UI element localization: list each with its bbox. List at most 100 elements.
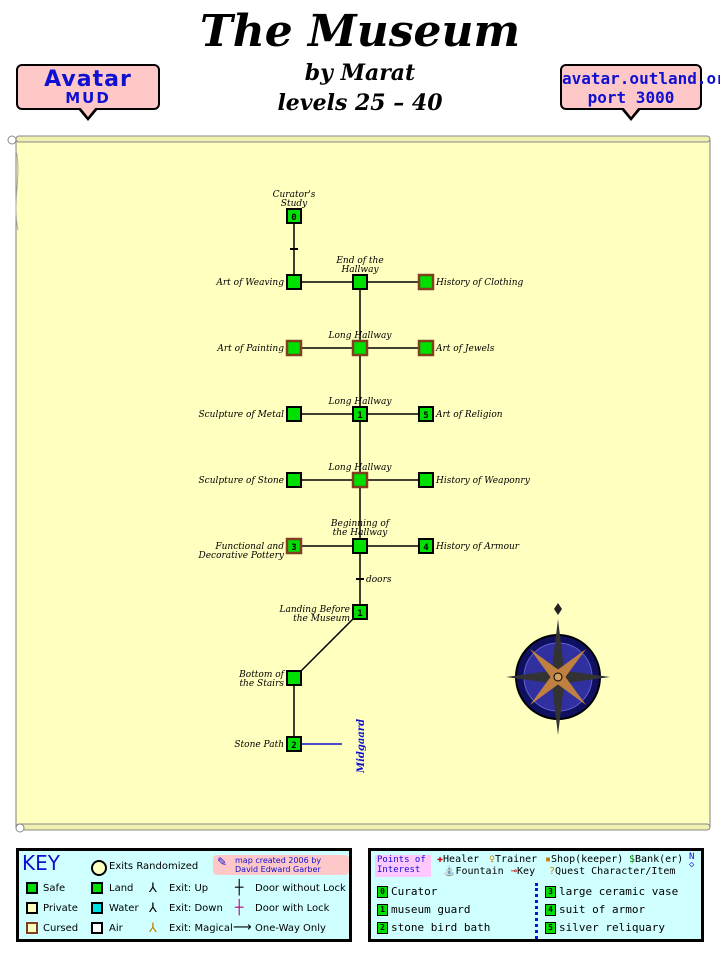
room-label: Long Hallway: [328, 331, 393, 341]
room-bottom-of-stairs: [286, 670, 302, 686]
poi-number: 5: [545, 922, 556, 934]
logo-line-2: MUD: [65, 89, 111, 107]
key-air: Air: [109, 923, 123, 934]
private-swatch: [26, 902, 38, 914]
shop-icon: ▪: [545, 854, 552, 865]
server-address-badge: avatar.outland.org port 3000: [560, 64, 720, 121]
logo-line-1: Avatar: [44, 67, 132, 92]
exits-randomized-icon: [91, 860, 107, 876]
room-sculpture-of-stone: [286, 472, 302, 488]
poi-title: Points of Interest: [375, 855, 431, 877]
server-port: port 3000: [587, 88, 675, 107]
poi-trainer: Trainer: [495, 854, 538, 865]
room-label: Art of Weaving: [215, 278, 284, 288]
room-history-of-clothing: [417, 273, 435, 291]
trainer-icon: ♀: [489, 854, 496, 865]
north-compass-icon: N◇: [689, 852, 695, 870]
poi-shop: Shop(keeper): [551, 854, 624, 865]
room-beginning-of-hallway: [352, 538, 368, 554]
poi-divider: [535, 883, 540, 939]
room-long-hallway-1: [351, 339, 369, 357]
room-history-of-weaponry: [418, 472, 434, 488]
points-of-interest-panel: Points of Interest ✚Healer ♀Trainer ▪Sho…: [368, 848, 704, 942]
room-number: 3: [291, 543, 296, 553]
room-label: History of Armour: [435, 542, 520, 552]
doors-label: doors: [366, 575, 392, 585]
avatar-mud-logo: Avatar MUD: [16, 64, 160, 121]
room-art-of-jewels: [417, 339, 435, 357]
air-swatch: [91, 922, 103, 934]
room-sculpture-of-metal: [286, 406, 302, 422]
room-number: 1: [357, 609, 362, 619]
healer-icon: ✚: [437, 854, 444, 865]
room-history-of-armour: [418, 538, 434, 554]
key-door-with-lock: Door with Lock: [255, 903, 330, 914]
room-curators-study: [286, 208, 302, 224]
key-icon: ⊸: [511, 866, 518, 877]
poi-number: 0: [377, 886, 388, 898]
key-safe: Safe: [43, 883, 66, 894]
exit-down-icon: ⅄: [149, 901, 157, 916]
room-label: Art of Jewels: [435, 344, 495, 354]
door-with-lock-icon: ┼: [235, 900, 244, 916]
poi-item-label: suit of armor: [559, 903, 646, 916]
map-levels: levels 25 – 40: [277, 90, 443, 116]
room-art-of-painting: [285, 339, 303, 357]
room-label: Art of Religion: [435, 410, 503, 420]
poi-number: 1: [377, 904, 388, 916]
poi-bank: Bank(er): [635, 854, 684, 865]
map-title: The Museum: [199, 6, 521, 57]
room-number: 5: [423, 411, 428, 421]
room-number: 0: [291, 213, 296, 223]
key-exits-randomized: Exits Randomized: [109, 861, 199, 872]
key-one-way: One-Way Only: [255, 923, 326, 934]
quest-icon: ?: [549, 866, 556, 877]
room-landing: [352, 604, 368, 620]
poi-number: 4: [545, 904, 556, 916]
rooms: 0 1 5 3 4 1 2: [285, 208, 435, 752]
one-way-arrow-icon: ⟶: [233, 920, 252, 935]
exit-midgaard-label: Midgaard: [356, 719, 367, 774]
credit-line-2: David Edward Garber: [235, 865, 321, 874]
room-long-hallway-2: [352, 406, 368, 422]
server-host: avatar.outland.org: [562, 69, 720, 88]
room-label: Art of Painting: [216, 344, 284, 354]
key-water: Water: [109, 903, 139, 914]
room-long-hallway-3: [351, 471, 369, 489]
room-functional-pottery: [285, 537, 303, 555]
key-exit-magical: Exit: Magical: [169, 923, 233, 934]
room-label: History of Clothing: [435, 278, 524, 288]
room-label: Sculpture of Metal: [198, 410, 284, 420]
poi-title-line-1: Points of: [377, 855, 426, 865]
key-exit-down: Exit: Down: [169, 903, 223, 914]
poi-title-line-2: Interest: [377, 865, 421, 875]
poi-number: 2: [377, 922, 388, 934]
water-swatch: [91, 902, 103, 914]
room-end-of-hallway: [352, 274, 368, 290]
safe-swatch: [26, 882, 38, 894]
room-label: Long Hallway: [328, 463, 393, 473]
map-author: by Marat: [304, 60, 416, 86]
room-label: History of Weaponry: [435, 476, 531, 486]
poi-item-label: large ceramic vase: [559, 885, 679, 898]
room-number: 4: [423, 543, 429, 553]
room-art-of-religion: [418, 406, 434, 422]
cursed-swatch: [26, 922, 38, 934]
key-door-without-lock: Door without Lock: [255, 883, 346, 894]
poi-fountain: Fountain: [455, 866, 504, 877]
room-art-of-weaving: [286, 274, 302, 290]
compass-rose-icon: [506, 603, 610, 735]
room-number: 1: [357, 411, 362, 421]
room-label: Long Hallway: [328, 397, 393, 407]
door-without-lock-icon: ┼: [235, 880, 244, 896]
key-private: Private: [43, 903, 78, 914]
key-title: KEY: [22, 851, 60, 875]
bank-icon: $: [629, 854, 636, 865]
